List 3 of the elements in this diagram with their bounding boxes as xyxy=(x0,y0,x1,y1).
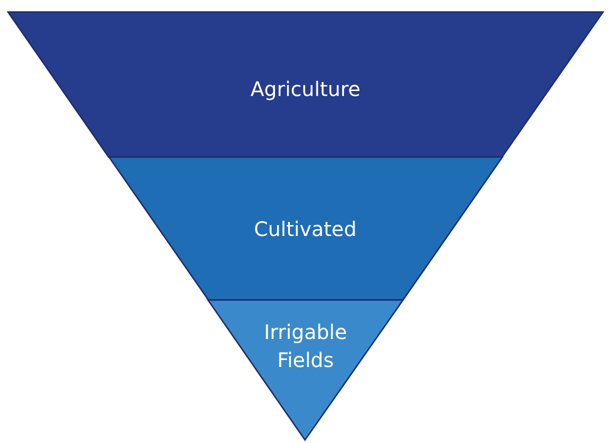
band-label: Agriculture xyxy=(250,76,360,103)
band-label: Cultivated xyxy=(254,216,357,243)
band-label: Irrigable Fields xyxy=(262,319,348,374)
